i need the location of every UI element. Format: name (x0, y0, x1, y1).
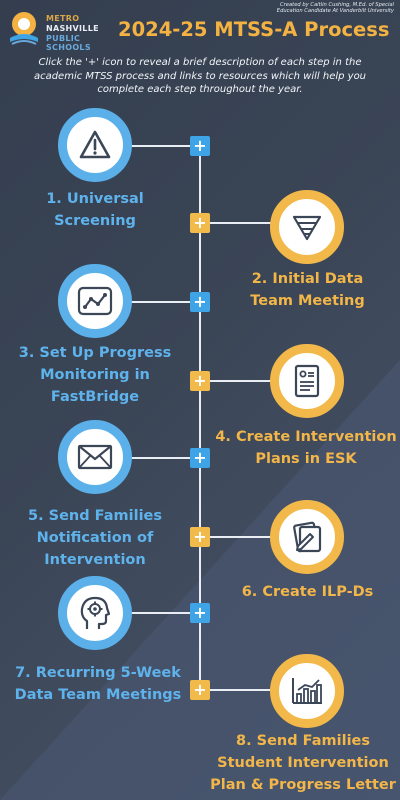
step-4-label: 4. Create Intervention Plans in ESK (212, 426, 400, 470)
step-3-label-line: 3. Set Up Progress (18, 345, 172, 361)
step-3-expand-button[interactable]: + (190, 292, 210, 312)
logo-text-line-2: NASHVILLE (46, 24, 99, 33)
timeline-line (199, 140, 201, 695)
step-4-label-line: 4. Create Intervention (215, 429, 397, 445)
step-6-expand-button[interactable]: + (190, 527, 210, 547)
step-6-icon-circle (270, 500, 344, 574)
envelope-icon (77, 444, 113, 470)
step-6-label: 6. Create ILP-Ds (225, 581, 390, 603)
step-6-label-line: 6. Create ILP-Ds (241, 584, 374, 600)
step-2-icon-circle (270, 190, 344, 264)
step-7-expand-button[interactable]: + (190, 603, 210, 623)
step-5-label: 5. Send Families Notification of Interve… (5, 505, 185, 571)
step-8-label-line: Student Intervention (217, 755, 389, 771)
step-8-label-line: Plan & Progress Letter (210, 777, 396, 793)
step-1-expand-button[interactable]: + (190, 136, 210, 156)
bar-chart-icon (292, 678, 322, 704)
logo-text-line-3: PUBLIC SCHOOLS (46, 34, 91, 52)
sun-logo-icon (10, 12, 38, 45)
step-2-label-line: 2. Initial Data (251, 271, 364, 287)
notepad-pencil-icon (293, 521, 322, 553)
step-3-label-line: Monitoring in (40, 367, 150, 383)
step-1-connector (128, 145, 200, 147)
step-4-icon-circle (270, 344, 344, 418)
step-5-label-line: Intervention (44, 552, 146, 568)
head-gear-icon (80, 596, 111, 629)
step-3-connector (128, 301, 200, 303)
step-3-icon-circle (58, 264, 132, 338)
logo-text-line-1: METRO (46, 14, 80, 23)
page-title: 2024-25 MTSS-A Process (118, 18, 390, 41)
step-7-connector (128, 612, 200, 614)
step-1-icon-circle (58, 108, 132, 182)
step-5-icon-circle (58, 420, 132, 494)
step-1-label: 1. Universal Screening (15, 188, 175, 232)
step-3-label-line: FastBridge (50, 389, 140, 405)
step-8-label-line: 8. Send Families (236, 733, 370, 749)
step-7-label: 7. Recurring 5-Week Data Team Meetings (2, 662, 194, 706)
intro-text: Click the '+' icon to reveal a brief des… (33, 57, 367, 95)
step-8-label: 8. Send Families Student Intervention Pl… (208, 730, 398, 796)
step-2-expand-button[interactable]: + (190, 213, 210, 233)
funnel-icon (292, 215, 322, 241)
step-1-label-line: Screening (54, 213, 136, 229)
line-graph-icon (77, 286, 113, 316)
author-credit: Created by Caitlin Cushing, M.Ed. of Spe… (194, 2, 394, 14)
step-2-connector (200, 222, 272, 224)
step-4-connector (200, 380, 272, 382)
author-credit-line-2: Education Candidate At Vanderbilt Univer… (276, 8, 394, 14)
step-7-label-line: Data Team Meetings (14, 687, 182, 703)
step-5-expand-button[interactable]: + (190, 448, 210, 468)
step-7-icon-circle (58, 576, 132, 650)
step-5-connector (128, 457, 200, 459)
step-5-label-line: Notification of (36, 530, 154, 546)
document-icon (294, 364, 320, 398)
step-4-label-line: Plans in ESK (255, 451, 357, 467)
step-8-expand-button[interactable]: + (190, 680, 210, 700)
step-6-connector (200, 536, 272, 538)
step-3-label: 3. Set Up Progress Monitoring in FastBri… (5, 342, 185, 408)
step-7-label-line: 7. Recurring 5-Week (15, 665, 181, 681)
step-2-label-line: Team Meeting (250, 293, 365, 309)
author-credit-line-1: Created by Caitlin Cushing, M.Ed. of Spe… (280, 2, 394, 8)
step-8-icon-circle (270, 654, 344, 728)
step-4-expand-button[interactable]: + (190, 371, 210, 391)
step-5-label-line: 5. Send Families (28, 508, 162, 524)
warning-icon (79, 130, 111, 159)
step-2-label: 2. Initial Data Team Meeting (225, 268, 390, 312)
step-1-label-line: 1. Universal (46, 191, 144, 207)
district-logo: METRO NASHVILLE PUBLIC SCHOOLS (6, 8, 126, 54)
step-8-connector (200, 689, 272, 691)
